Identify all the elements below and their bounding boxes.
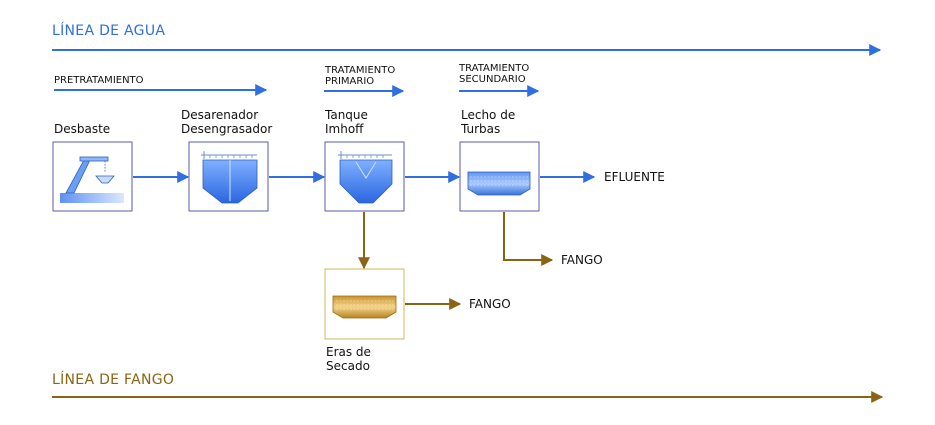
unit-label-desarenador-line1: Desarenador [181,108,259,122]
unit-label-desarenador-line2: Desengrasador [181,122,273,136]
unit-label-turbas-line2: Turbas [461,122,501,136]
water-line-title: LÍNEA DE AGUA [52,23,166,39]
stage-primario-line1: TRATAMIENTO [325,65,396,76]
peat-bed-icon [467,171,531,196]
screen-conveyor-icon [60,156,124,203]
sludge-arrow-turbas-fango [503,212,554,266]
grit-tank-icon [201,151,258,204]
stage-secundario-line2: SECUNDARIO [459,74,526,85]
drying-bed-icon [332,295,397,319]
stage-secundario-line1: TRATAMIENTO [459,63,530,74]
unit-label-desbaste: Desbaste [54,122,111,136]
output-fango-eras: FANGO [469,297,511,311]
unit-label-eras-line2: Secado [326,359,370,373]
stage-primario-line2: PRIMARIO [325,76,375,87]
unit-label-eras-line1: Eras de [326,345,371,359]
imhoff-tank-icon [338,151,393,204]
output-efluente: EFLUENTE [604,170,665,184]
stage-pretratamiento: PRETRATAMIENTO [54,75,144,86]
unit-label-imhoff-line1: Tanque [325,108,368,122]
sludge-line-title: LÍNEA DE FANGO [52,372,175,388]
unit-label-turbas-line1: Lecho de [461,108,516,122]
unit-label-imhoff-line2: Imhoff [325,122,364,136]
output-fango-turbas: FANGO [561,253,603,267]
